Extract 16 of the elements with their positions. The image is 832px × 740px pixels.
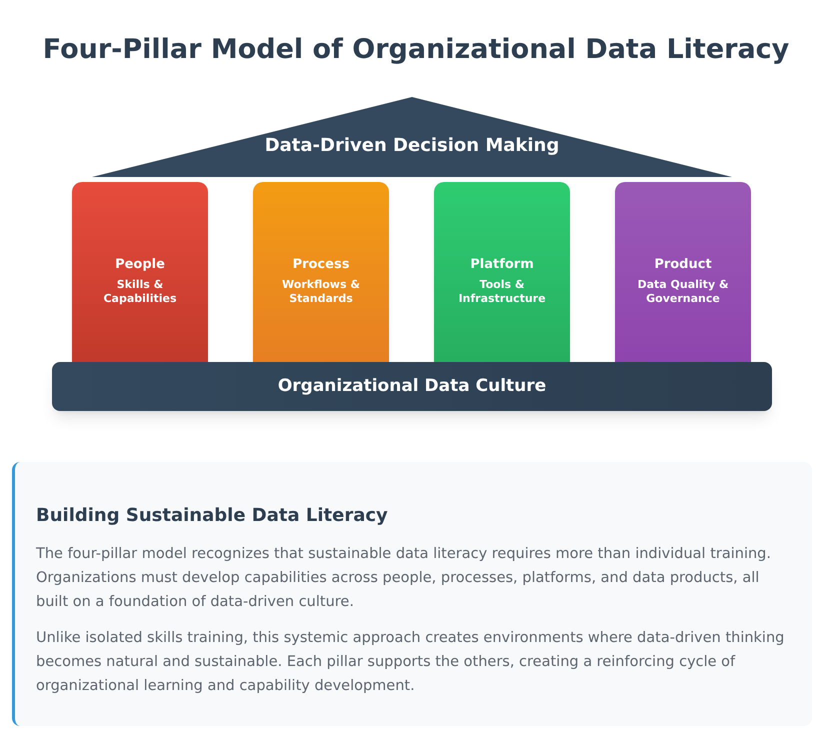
diagram-title: Four-Pillar Model of Organizational Data Literacy (42, 33, 790, 67)
info-card (12, 462, 812, 726)
pillar-description: Skills & Capabilities (102, 278, 178, 306)
roof-label: Data-Driven Decision Making (264, 135, 560, 157)
pillar-description: Tools & Infrastructure (457, 278, 547, 306)
foundation-bar (52, 362, 772, 411)
foundation-label: Organizational Data Culture (278, 374, 546, 398)
card-heading: Building Sustainable Data Literacy (36, 504, 389, 528)
pillar-title: Platform (470, 256, 534, 274)
card-paragraph: Unlike isolated skills training, this systemic approach creates environments where data-driven thinking becomes natural and sustainable. Each pillar supports the others, creating a reinforcing cycle of organizational learning and capability development. (36, 629, 786, 696)
pillar-description: Workflows & Standards (281, 278, 361, 306)
card-paragraph: The four-pillar model recognizes that sustainable data literacy requires more than individual training. Organizations must develop capabilities across people, processes, platforms, and data products, all built on a foundation of data-driven culture. (36, 545, 772, 612)
pillar-title: Process (292, 256, 350, 274)
pillar-title: Product (654, 256, 712, 274)
pillar-title: People (115, 256, 165, 274)
pillar-description: Data Quality & Governance (636, 278, 730, 306)
